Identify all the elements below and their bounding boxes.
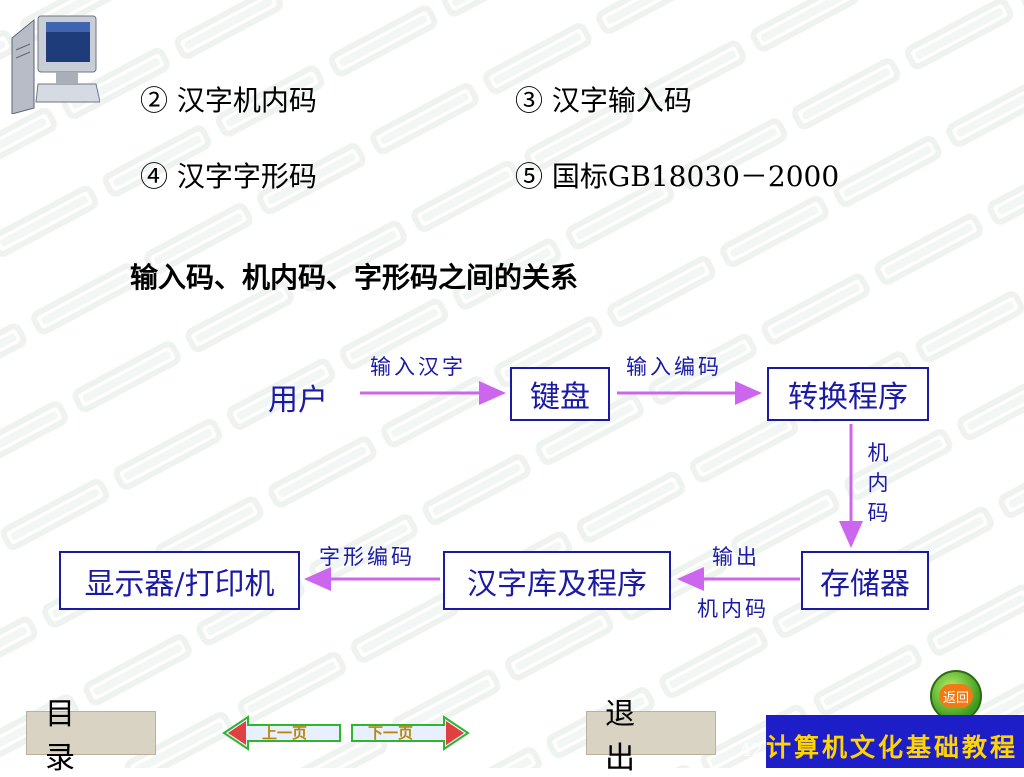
node-storage: 存储器 bbox=[801, 551, 929, 610]
next-page-label: 下一页 bbox=[368, 724, 414, 742]
item-hanzi-input-code: ③ 汉字输入码 bbox=[515, 84, 692, 117]
back-label: 返回 bbox=[939, 684, 973, 708]
label-input-code: 输入编码 bbox=[626, 355, 722, 379]
prev-page-label: 上一页 bbox=[262, 724, 308, 742]
label-glyph-code: 字形编码 bbox=[319, 545, 415, 569]
node-user: 用户 bbox=[268, 383, 328, 418]
computer-icon bbox=[11, 15, 100, 114]
node-display: 显示器/打印机 bbox=[59, 551, 300, 610]
next-page-arrow-icon[interactable] bbox=[350, 715, 470, 751]
brand-banner: 计算机文化基础教程 bbox=[766, 715, 1024, 768]
subtitle: 输入码、机内码、字形码之间的关系 bbox=[130, 261, 579, 294]
exit-button[interactable]: 退 出 bbox=[586, 697, 716, 776]
prev-page-arrow-icon[interactable] bbox=[222, 715, 342, 751]
item-hanzi-machine-code: ② 汉字机内码 bbox=[140, 84, 317, 117]
page-number: 42 bbox=[740, 740, 763, 761]
label-output: 输出 bbox=[712, 545, 760, 569]
label-machine-code: 机内码 bbox=[697, 597, 769, 621]
toc-button[interactable]: 目 录 bbox=[26, 697, 156, 776]
item-gb18030: ⑤ 国标GB18030－2000 bbox=[515, 160, 840, 193]
back-button[interactable]: 返回 bbox=[930, 670, 982, 722]
label-input-hanzi: 输入汉字 bbox=[370, 355, 466, 379]
item-hanzi-glyph-code: ④ 汉字字形码 bbox=[140, 160, 317, 193]
node-keyboard: 键盘 bbox=[510, 367, 610, 421]
brand-title: 计算机文化基础教程 bbox=[765, 733, 1018, 762]
label-machine-code-vertical: 机内码 bbox=[867, 441, 889, 525]
node-converter: 转换程序 bbox=[767, 367, 929, 421]
node-library: 汉字库及程序 bbox=[443, 551, 671, 610]
